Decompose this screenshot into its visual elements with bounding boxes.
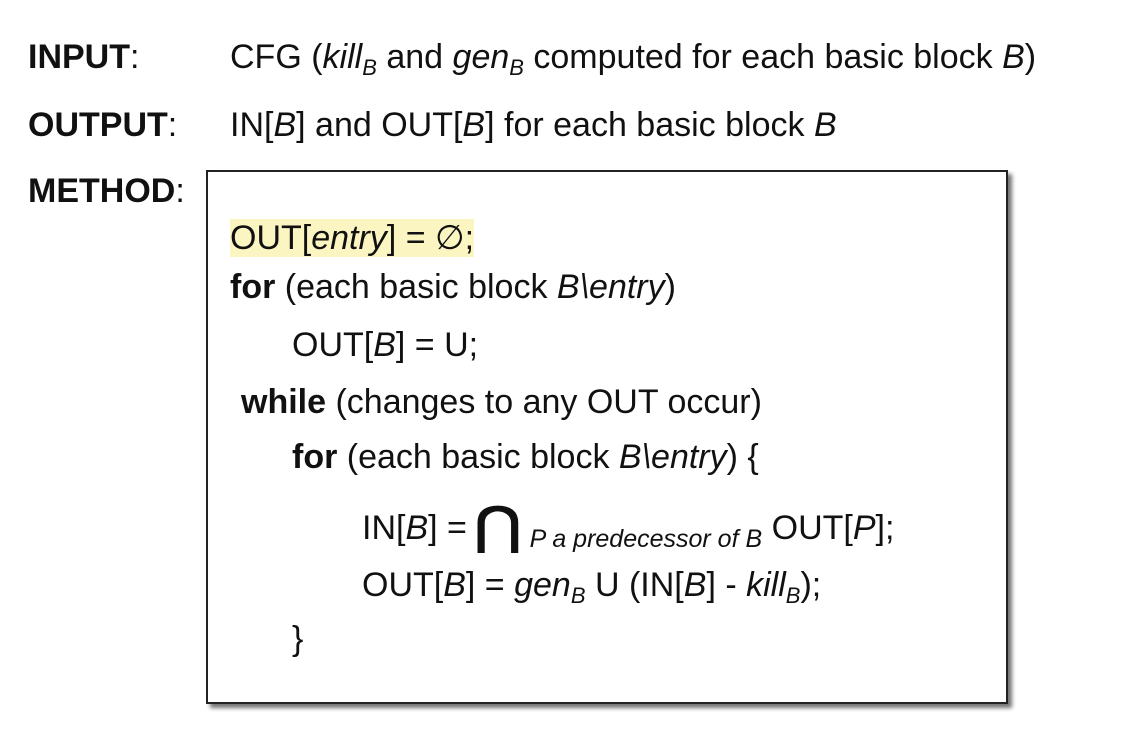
- algo-line-while: while (changes to any OUT occur): [241, 383, 762, 421]
- algorithm-box: [206, 170, 1008, 704]
- method-label: METHOD:: [28, 172, 185, 210]
- algo-line-init: OUT[entry] = ∅;: [230, 218, 475, 258]
- input-description: CFG (killB and genB computed for each ba…: [230, 38, 1037, 80]
- output-description: IN[B] and OUT[B] for each basic block B: [230, 106, 837, 144]
- algo-line-out-equation: OUT[B] = genB U (IN[B] - killB);: [362, 566, 822, 608]
- algo-line-for-init: for (each basic block B\entry): [230, 268, 676, 306]
- algo-line-for-loop: for (each basic block B\entry) {: [292, 438, 759, 476]
- input-label: INPUT:: [28, 38, 140, 76]
- intersection-symbol: ⋂: [475, 497, 522, 555]
- algo-line-in-equation: IN[B] = ⋂ P a predecessor of B OUT[P];: [362, 497, 895, 555]
- output-label: OUTPUT:: [28, 106, 178, 144]
- highlighted-init: OUT[entry] = ∅;: [230, 219, 475, 257]
- algo-line-out-universal: OUT[B] = U;: [292, 326, 479, 364]
- algo-line-close-brace: }: [292, 620, 304, 658]
